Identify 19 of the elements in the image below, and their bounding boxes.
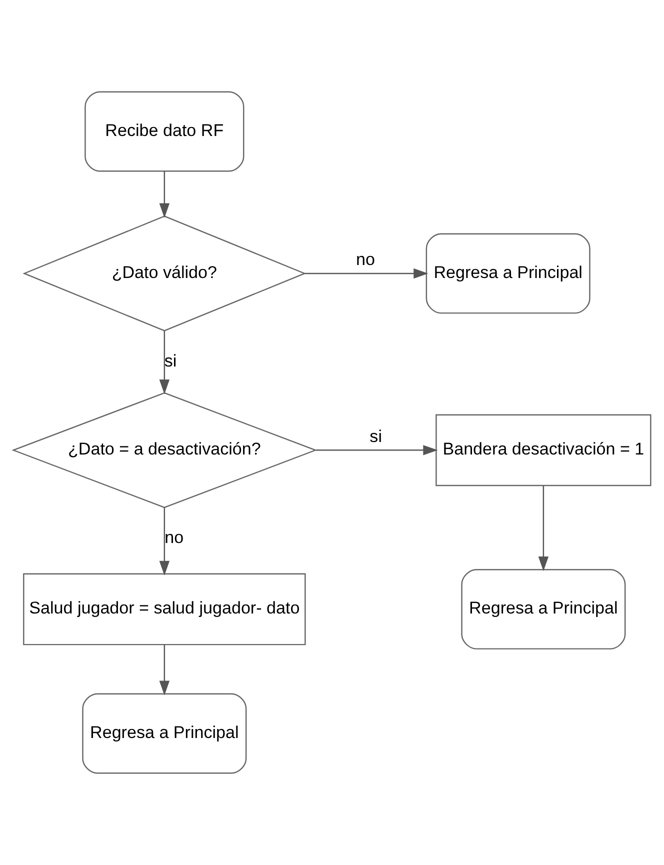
node-box: Regresa a Principal — [82, 693, 247, 774]
edge-label: no — [356, 250, 375, 270]
arrow — [304, 268, 428, 279]
edge-label: no — [164, 528, 184, 548]
node-diamond: ¿Dato válido? — [22, 216, 306, 332]
arrow — [538, 486, 549, 572]
arrow — [316, 445, 438, 456]
node-box: Regresa a Principal — [426, 233, 590, 314]
edge-label: si — [370, 426, 382, 446]
node-diamond: ¿Dato = a desactivación? — [12, 392, 318, 508]
arrow — [159, 644, 170, 696]
arrow — [159, 330, 170, 394]
node-box: Regresa a Principal — [461, 569, 626, 650]
edge-label: si — [164, 351, 177, 370]
arrow — [159, 507, 170, 576]
node-box: Salud jugador = salud jugador- dato — [23, 573, 306, 646]
node-box: Recibe dato RF — [84, 91, 244, 172]
node-box: Bandera desactivación = 1 — [436, 414, 652, 486]
arrow — [159, 171, 170, 218]
